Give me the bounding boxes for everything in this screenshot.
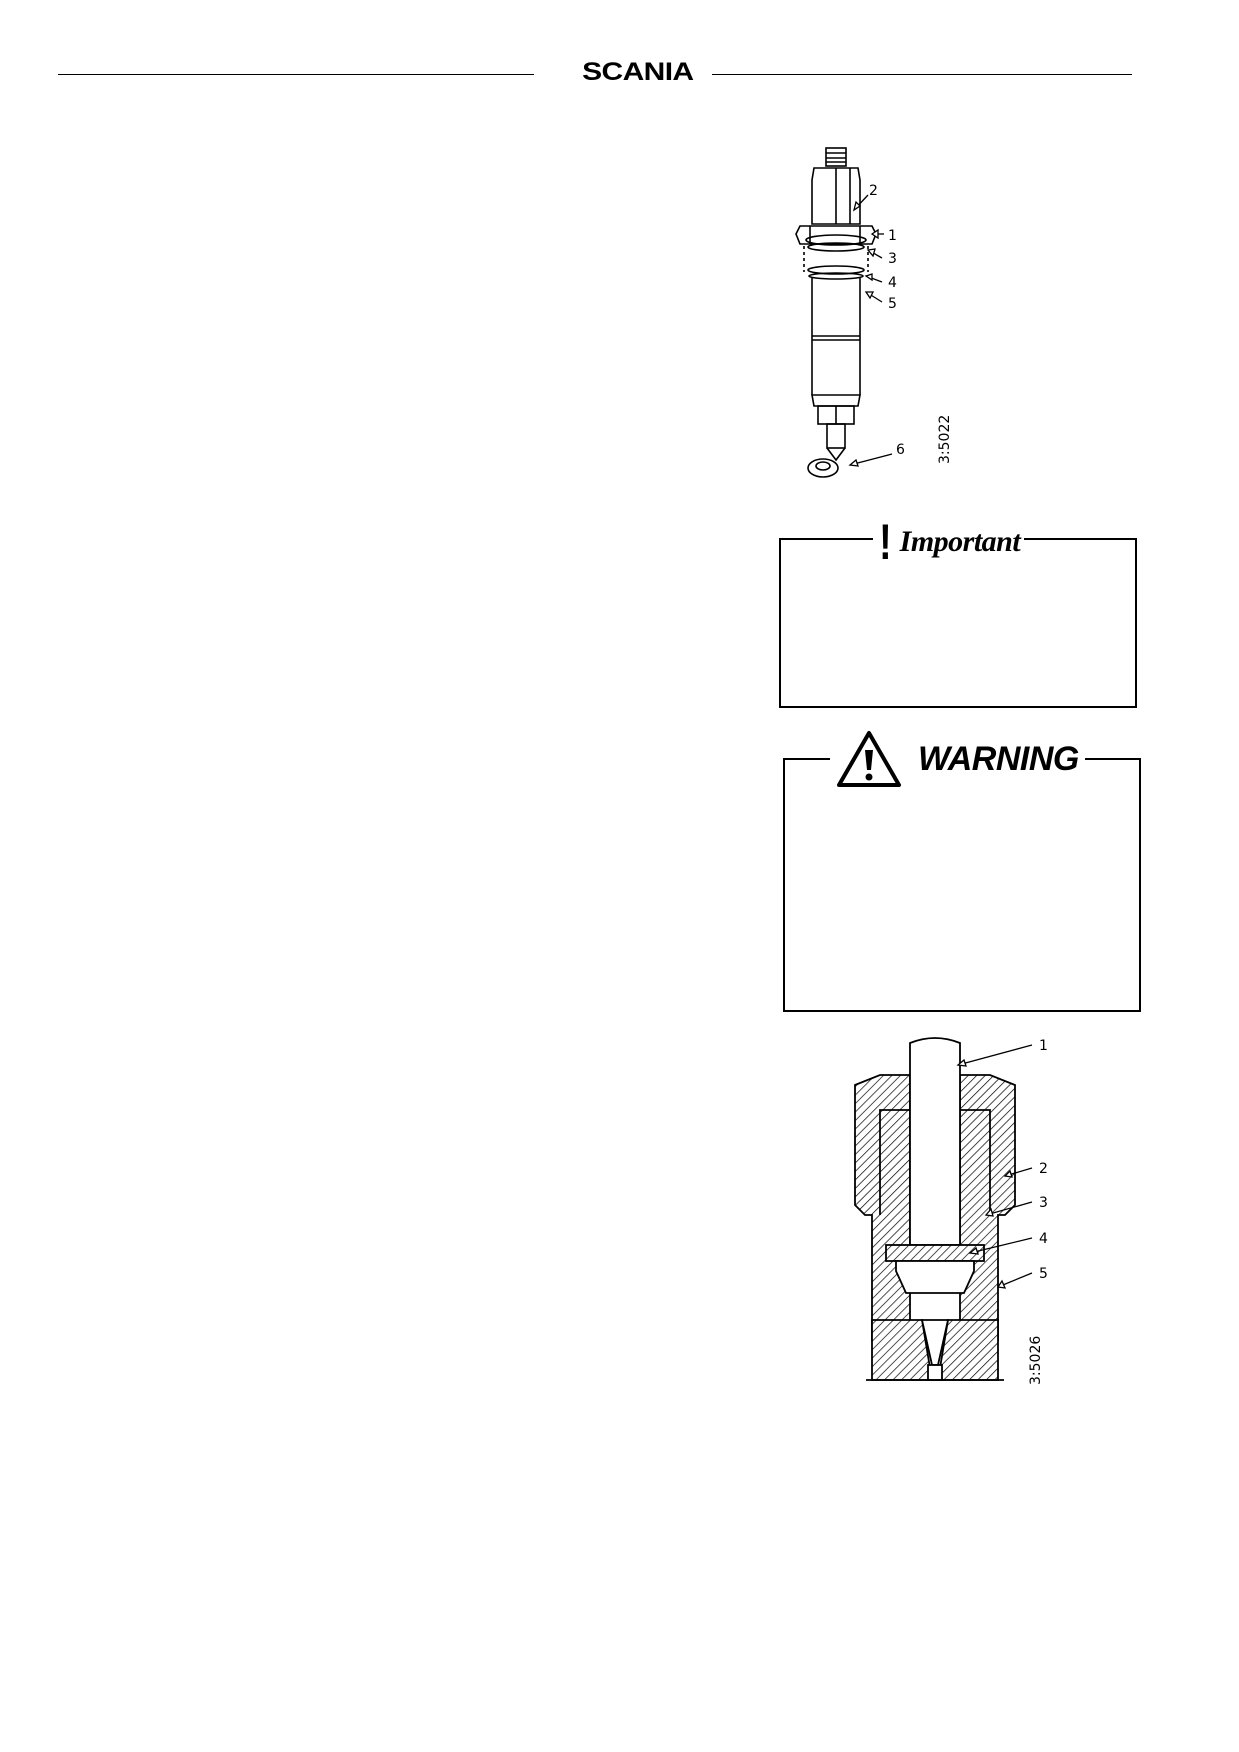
injector-callout-2: 2 bbox=[869, 183, 878, 199]
important-box bbox=[779, 538, 1137, 708]
tool-callout-2: 2 bbox=[1039, 1161, 1048, 1177]
warning-triangle-icon bbox=[837, 731, 901, 787]
injector-callout-3: 3 bbox=[888, 251, 897, 267]
scania-logo: SCANIA bbox=[582, 58, 694, 86]
injector-callout-5: 5 bbox=[888, 296, 897, 312]
tool-section-illustration: 1 2 3 4 5 3:5026 bbox=[854, 1037, 1048, 1385]
tool-figure-id: 3:5026 bbox=[1028, 1336, 1044, 1385]
injector-figure: 2 1 3 4 5 6 3:5022 bbox=[780, 140, 980, 490]
header-rule-right bbox=[712, 74, 1132, 75]
injector-callout-1: 1 bbox=[888, 228, 897, 244]
injector-callout-4: 4 bbox=[888, 275, 897, 291]
warning-box bbox=[783, 758, 1141, 1012]
exclamation-icon: ! bbox=[879, 514, 892, 570]
important-title: Important bbox=[899, 525, 1021, 558]
tool-figure: 1 2 3 4 5 3:5026 bbox=[830, 1035, 1080, 1395]
tool-callout-4: 4 bbox=[1039, 1231, 1048, 1247]
tool-callout-5: 5 bbox=[1039, 1266, 1048, 1282]
warning-heading: WARNING bbox=[830, 726, 1085, 792]
injector-figure-id: 3:5022 bbox=[937, 415, 953, 464]
injector-illustration: 2 1 3 4 5 6 3:5022 bbox=[795, 147, 953, 478]
injector-callout-6: 6 bbox=[896, 442, 905, 458]
tool-callout-1: 1 bbox=[1039, 1038, 1048, 1054]
warning-title: WARNING bbox=[918, 740, 1079, 778]
tool-callout-3: 3 bbox=[1039, 1195, 1048, 1211]
header-rule-left bbox=[58, 74, 534, 75]
important-heading: ! Important bbox=[873, 514, 1025, 570]
